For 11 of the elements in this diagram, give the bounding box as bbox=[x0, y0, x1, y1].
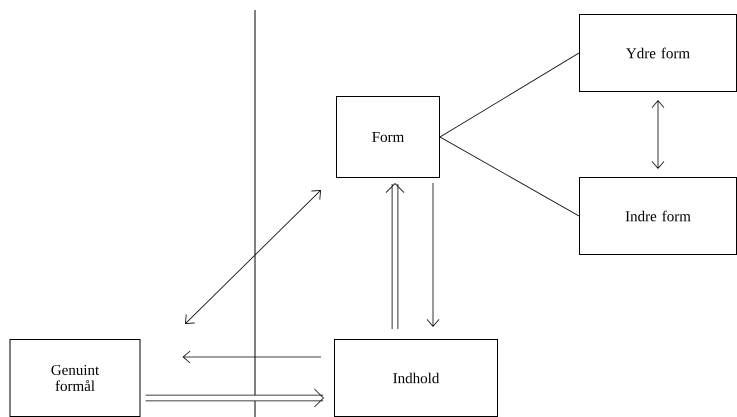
text-box: Indhold bbox=[334, 339, 498, 417]
arrow bbox=[426, 182, 440, 327]
text-box: Ydre form bbox=[579, 14, 737, 92]
text-box: Form bbox=[336, 96, 440, 178]
text-box: Genuint formål bbox=[10, 339, 140, 417]
arrow bbox=[182, 350, 322, 364]
arrow bbox=[185, 190, 321, 324]
arrow bbox=[652, 100, 664, 169]
text-box: Indre form bbox=[579, 177, 737, 255]
arrow bbox=[146, 388, 324, 408]
arrow bbox=[386, 183, 404, 329]
